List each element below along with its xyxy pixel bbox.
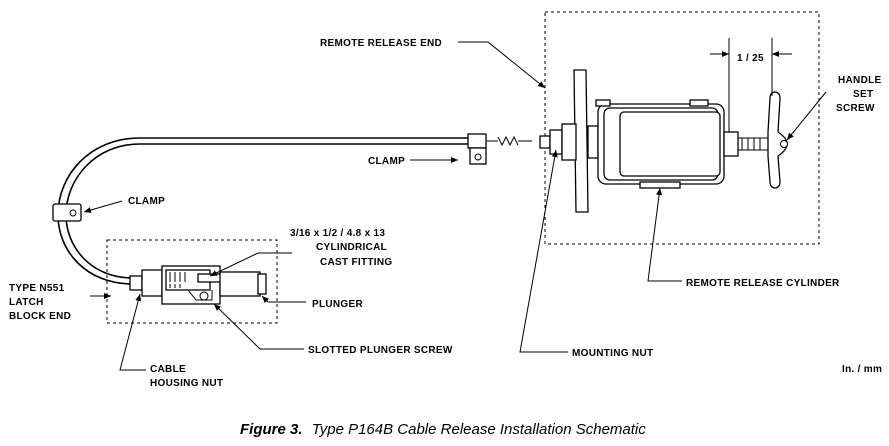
label-latch-line-2: LATCH (9, 297, 44, 308)
label-handle-line-3: SCREW (836, 103, 875, 114)
label-cable-housing-line-1: CABLE (150, 364, 186, 375)
label-handle-line-1: HANDLE (838, 75, 881, 86)
label-clamp-right: CLAMP (368, 156, 405, 167)
label-clamp-left: CLAMP (128, 196, 165, 207)
label-slotted-plunger-screw: SLOTTED PLUNGER SCREW (308, 345, 453, 356)
remote-release-detail-box (544, 11, 820, 245)
remote-release-assembly (539, 99, 768, 189)
dimension-marker (710, 38, 792, 132)
label-fitting-line-1: 3/16 x 1/2 / 4.8 x 13 (290, 228, 385, 239)
leader-lines (83, 41, 827, 371)
cable (57, 135, 532, 285)
label-cable-housing-line-2: HOUSING NUT (150, 378, 223, 389)
mounting-plate (573, 69, 589, 213)
label-mounting-nut: MOUNTING NUT (572, 348, 653, 359)
clamp-right (467, 133, 487, 165)
label-units: In. / mm (842, 364, 882, 375)
label-remote-release-cylinder: REMOTE RELEASE CYLINDER (686, 278, 840, 289)
figure-caption: Figure 3. Type P164B Cable Release Insta… (240, 421, 646, 438)
label-latch-line-1: TYPE N551 (9, 283, 65, 294)
label-fitting-line-2: CYLINDRICAL (316, 242, 387, 253)
latch-block-assembly (129, 265, 267, 305)
label-handle-line-2: SET (853, 89, 873, 100)
t-handle (767, 91, 788, 189)
label-plunger: PLUNGER (312, 299, 363, 310)
label-latch-line-3: BLOCK END (9, 311, 71, 322)
clamp-left (52, 203, 82, 222)
label-remote-release-end: REMOTE RELEASE END (320, 38, 442, 49)
latch-block-detail-box (106, 239, 278, 324)
figure-title: Type P164B Cable Release Installation Sc… (312, 421, 647, 438)
label-dimension: 1 / 25 (737, 53, 764, 64)
figure-number: Figure 3. (240, 421, 303, 438)
label-fitting-line-3: CAST FITTING (320, 257, 392, 268)
